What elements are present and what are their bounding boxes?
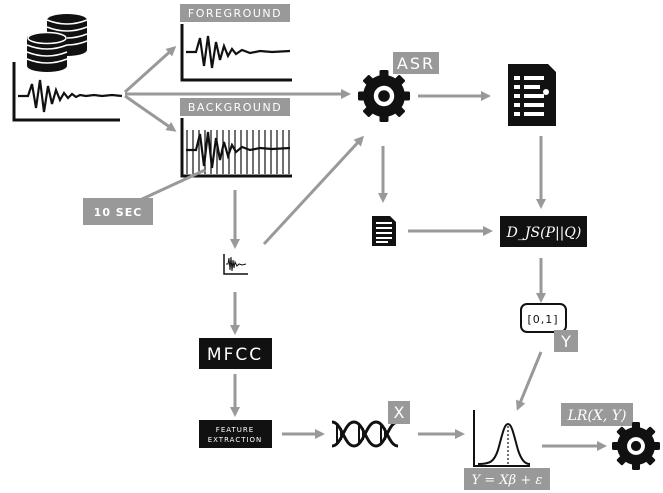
- background-panel: BACKGROUND: [180, 98, 292, 178]
- mfcc-box: MFCC: [199, 338, 272, 369]
- x-label: X: [394, 403, 405, 422]
- asr-label: ASR: [397, 54, 435, 73]
- ten-sec-callout: 10 SEC: [83, 168, 206, 225]
- regression-label: Y = Xβ + ε: [472, 473, 543, 488]
- foreground-panel: FOREGROUND: [180, 4, 292, 82]
- arrow-segment-to-asr: [262, 135, 365, 246]
- feature-label-line2: EXTRACTION: [208, 436, 263, 444]
- lr-label-bg: [561, 403, 633, 426]
- database-icon: [26, 14, 88, 72]
- source-waveform-icon: [12, 62, 123, 122]
- djs-label: D_JS(P||Q): [506, 225, 582, 241]
- background-label: BACKGROUND: [188, 101, 282, 114]
- interval-label: [0,1]: [527, 313, 558, 326]
- mfcc-label: MFCC: [207, 345, 263, 365]
- segment-waveform-icon: [223, 254, 248, 275]
- feature-extraction-box: FEATURE EXTRACTION: [199, 420, 272, 448]
- x-label-bg: [388, 401, 410, 424]
- djs-divergence-box: D_JS(P||Q): [500, 216, 587, 247]
- small-document-icon: [372, 216, 396, 246]
- transcript-document-icon: [508, 64, 556, 126]
- arrow-to-background: [124, 94, 177, 132]
- regression-label-bg: [464, 468, 550, 490]
- interval-box: [0,1]: [520, 303, 567, 333]
- lr-label: LR(X, Y): [567, 408, 627, 424]
- asr-gear-icon: [358, 70, 410, 122]
- y-label: Y: [560, 332, 571, 351]
- foreground-label: FOREGROUND: [188, 7, 282, 20]
- ten-sec-label: 10 SEC: [94, 206, 143, 219]
- arrow-y-to-regression: [516, 351, 543, 411]
- lr-gear-icon: [612, 422, 660, 470]
- arrow-to-foreground: [123, 45, 177, 94]
- dna-icon: [331, 420, 399, 448]
- y-label-bg: [554, 330, 578, 352]
- foreground-label-bg: [180, 4, 290, 22]
- gaussian-curve-icon: [473, 410, 531, 467]
- asr-label-bg: [393, 52, 439, 74]
- feature-label-line1: FEATURE: [216, 426, 254, 434]
- background-label-bg: [180, 98, 290, 116]
